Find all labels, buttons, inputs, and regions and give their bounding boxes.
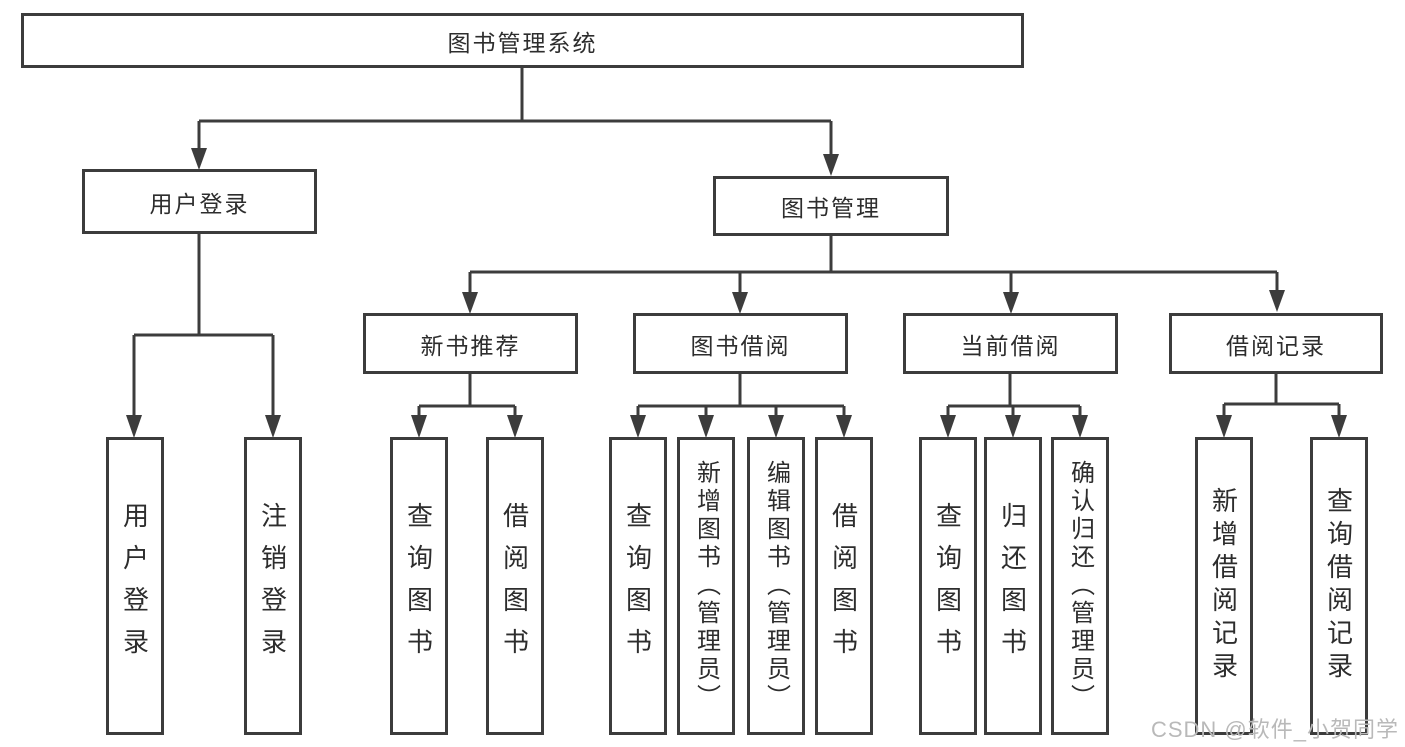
node-label: 确认归还（管理员） bbox=[1066, 460, 1094, 712]
connector-records-to-leaves bbox=[1222, 374, 1341, 417]
leaf-query-books-current: 查询图书 bbox=[919, 437, 977, 735]
node-current-borrowing: 当前借阅 bbox=[903, 313, 1118, 374]
node-label: 归还图书 bbox=[997, 502, 1028, 670]
node-label: 查询图书 bbox=[622, 502, 653, 670]
connector-root-to-level1 bbox=[197, 68, 833, 156]
node-label: 图书管理系统 bbox=[447, 29, 598, 56]
node-label: 查询图书 bbox=[403, 502, 434, 670]
node-label: 借阅图书 bbox=[499, 502, 530, 670]
leaf-query-books-borrowing: 查询图书 bbox=[609, 437, 667, 735]
node-label: 用户登录 bbox=[119, 502, 150, 670]
connector-borrowing-to-leaves bbox=[636, 374, 846, 417]
leaf-query-borrow-record: 查询借阅记录 bbox=[1310, 437, 1368, 735]
connector-recommend-to-leaves bbox=[417, 374, 517, 417]
node-label: 查询图书 bbox=[932, 502, 963, 670]
node-label: 新增图书（管理员） bbox=[692, 460, 720, 712]
connector-current-to-leaves bbox=[946, 374, 1082, 417]
leaf-edit-books-admin: 编辑图书（管理员） bbox=[747, 437, 805, 735]
node-book-borrowing: 图书借阅 bbox=[633, 313, 848, 374]
node-label: 新书推荐 bbox=[420, 332, 521, 359]
node-label: 用户登录 bbox=[149, 190, 250, 217]
arrowheads bbox=[126, 148, 1347, 438]
leaf-user-login: 用户登录 bbox=[106, 437, 164, 735]
node-label: 借阅记录 bbox=[1226, 332, 1326, 359]
leaf-logout-login: 注销登录 bbox=[244, 437, 302, 735]
node-book-management: 图书管理 bbox=[713, 176, 949, 236]
connector-bookmgmt-to-level2 bbox=[468, 236, 1279, 293]
node-user-login: 用户登录 bbox=[82, 169, 317, 234]
leaf-add-borrow-record: 新增借阅记录 bbox=[1195, 437, 1253, 735]
watermark-text: CSDN @软件_小贺同学 bbox=[1150, 717, 1399, 742]
node-library-management-system: 图书管理系统 bbox=[21, 13, 1024, 68]
node-label: 图书借阅 bbox=[690, 332, 791, 359]
node-label: 查询借阅记录 bbox=[1323, 487, 1354, 685]
node-label: 编辑图书（管理员） bbox=[762, 460, 790, 712]
node-borrowing-records: 借阅记录 bbox=[1169, 313, 1383, 374]
leaf-borrow-books-borrowing: 借阅图书 bbox=[815, 437, 873, 735]
leaf-return-books: 归还图书 bbox=[984, 437, 1042, 735]
node-label: 借阅图书 bbox=[828, 502, 859, 670]
node-label: 当前借阅 bbox=[960, 332, 1061, 359]
leaf-confirm-return-admin: 确认归还（管理员） bbox=[1051, 437, 1109, 735]
node-label: 新增借阅记录 bbox=[1208, 487, 1239, 685]
node-new-book-recommendation: 新书推荐 bbox=[363, 313, 578, 374]
node-label: 图书管理 bbox=[781, 195, 881, 221]
node-label: 注销登录 bbox=[257, 502, 288, 670]
leaf-borrow-books-recommend: 借阅图书 bbox=[486, 437, 544, 735]
connector-userlogin-to-leaves bbox=[132, 234, 275, 417]
leaf-query-books-recommend: 查询图书 bbox=[390, 437, 448, 735]
leaf-add-books-admin: 新增图书（管理员） bbox=[677, 437, 735, 735]
